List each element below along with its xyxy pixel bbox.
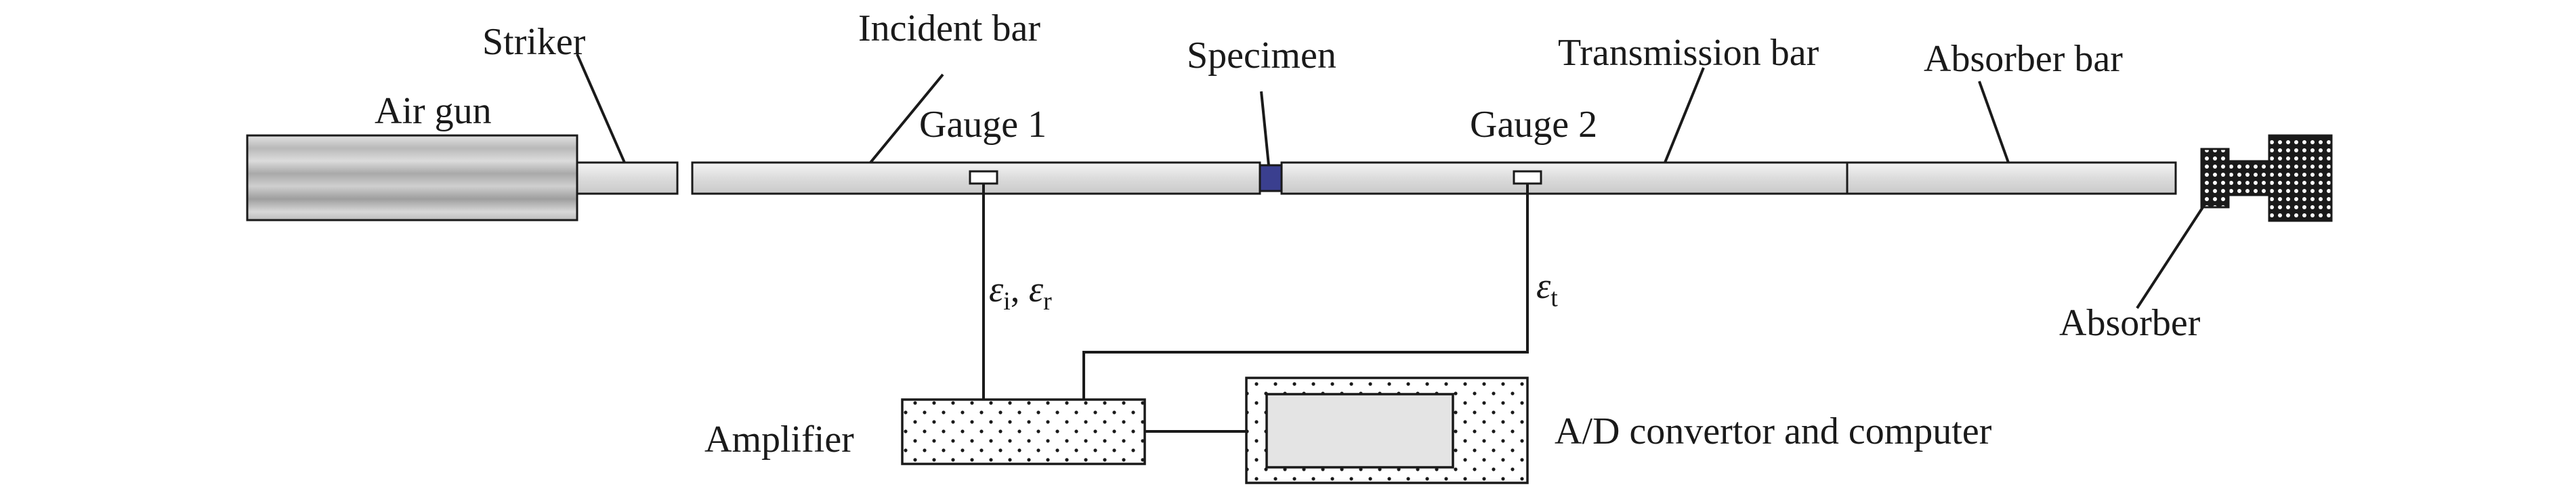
label-amplifier: Amplifier <box>704 419 854 461</box>
label-absorber: Absorber <box>2059 302 2201 344</box>
absorber-block <box>2200 134 2333 222</box>
gauge-1 <box>969 170 998 185</box>
label-gauge-2: Gauge 2 <box>1470 104 1597 146</box>
label-absorber-bar: Absorber bar <box>1924 38 2123 80</box>
signal-gauge-1: εi, εr <box>989 269 1052 316</box>
air-gun <box>246 134 578 221</box>
transmission-bar <box>1280 161 1849 195</box>
absorber-leader <box>2136 202 2207 309</box>
specimen-leader <box>1260 91 1270 166</box>
signal-gauge-2: εt <box>1536 265 1558 312</box>
striker-bar <box>576 161 679 195</box>
computer-screen <box>1265 393 1454 469</box>
label-incident-bar: Incident bar <box>858 7 1040 49</box>
absorber-bar <box>1846 161 2177 195</box>
label-striker: Striker <box>482 21 586 63</box>
striker-leader <box>576 54 626 163</box>
absorber-bar-leader <box>1978 81 2010 163</box>
amplifier-box <box>901 398 1146 465</box>
label-specimen: Specimen <box>1187 35 1336 77</box>
transmission-bar-leader <box>1664 67 1705 163</box>
label-air-gun: Air gun <box>375 90 492 132</box>
gauge-2-wire <box>1082 184 1529 400</box>
label-ad-computer: A/D convertor and computer <box>1555 410 1992 452</box>
label-transmission-bar: Transmission bar <box>1558 32 1819 74</box>
gauge-2 <box>1513 170 1542 185</box>
label-gauge-1: Gauge 1 <box>919 104 1047 146</box>
specimen <box>1259 164 1283 192</box>
incident-bar-leader <box>869 73 944 164</box>
